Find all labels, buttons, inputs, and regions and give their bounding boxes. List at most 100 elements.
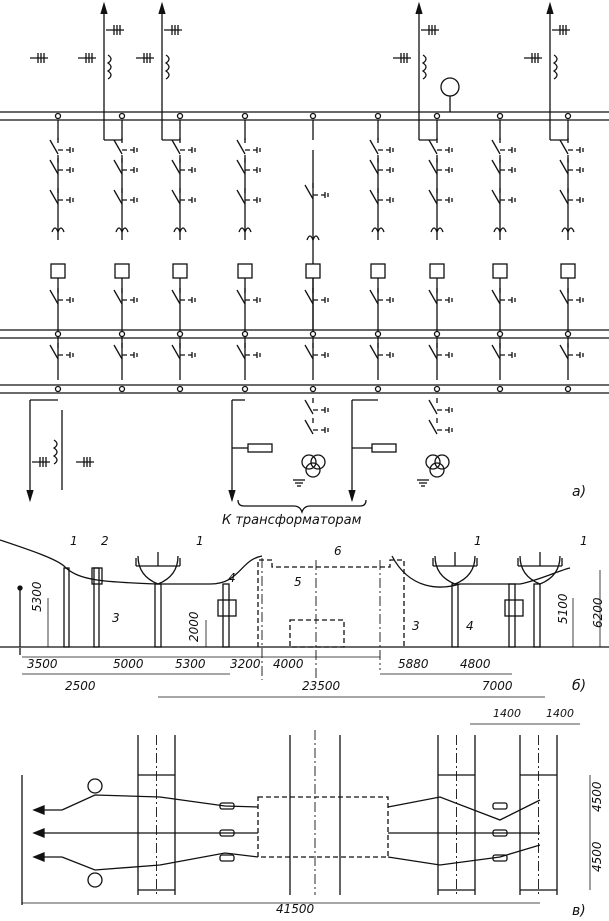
insulator-string (432, 552, 478, 585)
dim-2500: 2500 (65, 679, 96, 693)
bus-connection-node (374, 330, 382, 338)
switch-blade (113, 139, 123, 155)
caption-to-transformers: К трансформаторам (222, 513, 362, 528)
bus-connection-node (496, 330, 504, 338)
arrow-up-icon (100, 1, 108, 15)
bus-connection-node (496, 112, 504, 120)
callout-3: 3 (112, 611, 120, 625)
switch-blade (491, 344, 501, 360)
breaker-icon (237, 263, 253, 279)
arrow-down-icon (348, 489, 356, 503)
callout-1: 1 (580, 534, 588, 548)
switch-blade (491, 139, 501, 155)
bus-connection-node (309, 330, 317, 338)
breaker-icon (50, 263, 66, 279)
arrow-left-icon (32, 852, 45, 862)
current-transformer-icon (106, 54, 112, 80)
plan-view (21, 723, 591, 905)
dim-4800: 4800 (460, 657, 491, 671)
power-transformer-icon (301, 454, 317, 470)
switch-blade (236, 289, 246, 305)
callout-3: 3 (412, 619, 420, 633)
dim-1400-right: 1400 (546, 707, 574, 720)
breaker-icon (305, 263, 321, 279)
insulator-plan (492, 829, 508, 837)
reactor-icon (493, 227, 507, 234)
power-transformer-icon (310, 454, 326, 470)
switch-blade (559, 159, 569, 175)
dim-4500-upper: 4500 (590, 781, 604, 812)
insulator-icon (91, 567, 103, 585)
breaker-icon (429, 263, 445, 279)
dim-7000: 7000 (482, 679, 513, 693)
bus-conductors (61, 794, 259, 871)
dim-3500: 3500 (27, 657, 58, 671)
dim-3200: 3200 (230, 657, 261, 671)
dim-23500: 23500 (302, 679, 341, 693)
bus-connection-node (309, 385, 317, 393)
reactor-icon (371, 227, 385, 234)
bus-connection-node (374, 385, 382, 393)
breaker-icon (492, 263, 508, 279)
callout-4: 4 (466, 619, 474, 633)
dim-4000: 4000 (273, 657, 304, 671)
switch-blade (49, 189, 59, 205)
breaker-icon (172, 263, 188, 279)
callout-1: 1 (474, 534, 482, 548)
bus-connection-node (309, 112, 317, 120)
bus-connection-node (118, 330, 126, 338)
dim-height-5300: 5300 (30, 581, 44, 612)
bus-connection-node (118, 112, 126, 120)
switch-blade (236, 159, 246, 175)
reactor-box-icon (371, 443, 397, 453)
insulator-string (517, 552, 563, 585)
single-line-schematic (0, 1, 609, 515)
switch-blade (304, 399, 314, 415)
callout-4: 4 (228, 571, 236, 585)
callout-1: 1 (70, 534, 78, 548)
arrow-up-icon (158, 1, 166, 15)
reactor-icon (51, 227, 65, 234)
callout-2: 2 (101, 534, 109, 548)
dim-height-5100: 5100 (556, 593, 570, 624)
switch-blade (113, 189, 123, 205)
insulator-plan (492, 854, 508, 862)
insulator-plan (219, 829, 235, 837)
bus-connection-node (433, 385, 441, 393)
reactor-icon (173, 227, 187, 234)
reactor-icon (561, 227, 575, 234)
support-post (154, 583, 162, 648)
bus-connection-node (241, 330, 249, 338)
voltage-transformer-plan (87, 872, 103, 888)
switch-blade (369, 159, 379, 175)
transformer-outline (257, 559, 405, 647)
dim-5880: 5880 (398, 657, 429, 671)
switch-blade (113, 159, 123, 175)
arrow-left-icon (32, 828, 45, 838)
panel-label-b: б) (572, 678, 586, 694)
arrow-up-icon (546, 1, 554, 15)
switch-blade (113, 344, 123, 360)
switch-blade (428, 289, 438, 305)
brace-icon (237, 499, 367, 515)
switch-blade (304, 289, 314, 305)
insulator-plan (219, 854, 235, 862)
switch-blade (428, 344, 438, 360)
bus-connection-node (564, 385, 572, 393)
current-transformer-icon (421, 54, 427, 80)
switch-blade (49, 344, 59, 360)
disconnector-icon (504, 599, 524, 617)
switch-blade (171, 189, 181, 205)
switch-blade (491, 159, 501, 175)
disconnector-icon (217, 599, 237, 617)
reactor-box-icon (247, 443, 273, 453)
bus-connection-node (241, 112, 249, 120)
switch-blade (559, 289, 569, 305)
bus-connection-node (241, 385, 249, 393)
bus-connection-node (54, 112, 62, 120)
voltage-transformer-plan (87, 778, 103, 794)
dim-4500-lower: 4500 (590, 841, 604, 872)
dim-height-2000: 2000 (187, 611, 201, 642)
switch-blade (236, 344, 246, 360)
